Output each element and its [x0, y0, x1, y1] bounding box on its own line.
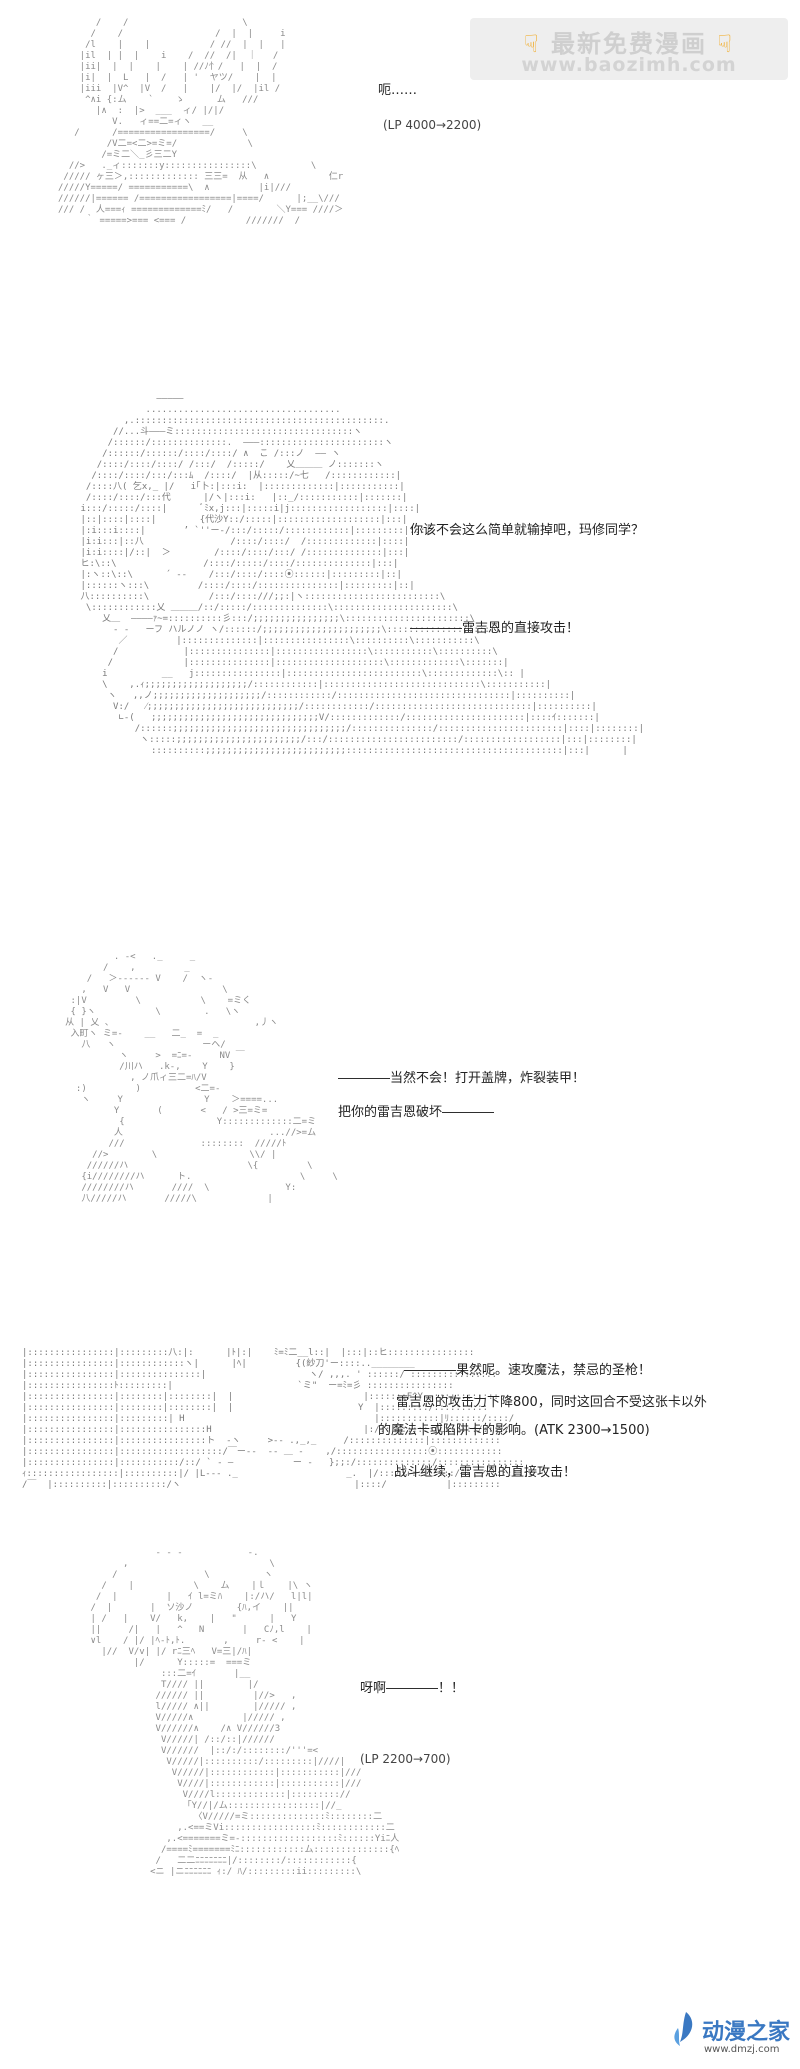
dialogue-line-3: 的魔法卡或陷阱卡的影响。(ATK 2300→1500) [378, 1423, 650, 1438]
dialogue-line-1: 呀啊――――！！ [360, 1681, 465, 1696]
pointing-down-icon: ☟ [524, 30, 541, 58]
dialogue-line-1: 呃…… [378, 83, 418, 98]
panel-3: . ‐< ._ _ / , _ / ＞‐‐‐‐‐‐ V / ヽ‐ , V V \… [0, 938, 800, 1330]
panel-5: ‐ ‐ ‐ -. , \ / \ ヽ / | \ ム |ｌ |\ ヽ / | |… [0, 1540, 800, 2069]
dialogue-line-2: 把你的雷吉恩破坏―――― [338, 1105, 495, 1120]
ascii-art-figure: . ‐< ._ _ / , _ / ＞‐‐‐‐‐‐ V / ヽ‐ , V V \… [65, 952, 338, 1204]
watermark-title: 最新免费漫画 [551, 30, 707, 58]
watermark-url: www.baozimh.com [521, 54, 737, 76]
watermark-url: www.dmzj.com [704, 2044, 780, 2055]
pointing-down-icon: ☟ [717, 30, 734, 58]
ascii-art-figure: / / \ / / / | | i /l | | / // | | | |il … [58, 18, 344, 226]
dialogue-line-2: 雷吉恩的攻击力下降800，同时这回合不受这张卡以外 [396, 1395, 707, 1410]
dialogue-line-1: ――――当然不会！打开盖牌，炸裂装甲！ [338, 1071, 586, 1086]
watermark-top: ☟ 最新免费漫画 ☟ www.baozimh.com [470, 18, 788, 80]
lp-change: (LP 2200→700) [360, 1752, 451, 1766]
panel-4: |::::::::::::::::|:::::::::八:|: |ﾄ|:| ﾐ=… [0, 1340, 800, 1530]
ascii-art-figure: |::::::::::::::::|:::::::::八:|: |ﾄ|:| ﾐ=… [22, 1348, 534, 1490]
panel-2: ――――― ..................................… [0, 380, 800, 920]
dialogue-line-1: 你该不会这么简单就输掉吧，玛修同学？ [410, 523, 645, 538]
lp-change: (LP 4000→2200) [383, 118, 482, 132]
watermark-brand: 动漫之家 [702, 2020, 791, 2045]
dialogue-line-1: ――――果然呢。速攻魔法，禁忌的圣枪！ [404, 1363, 652, 1378]
dialogue-line-2: ――――雷吉恩的直接攻击！ [410, 621, 580, 636]
dialogue-line-4: 战斗继续，雷吉恩的直接攻击！ [394, 1465, 577, 1480]
ink-feather-icon [674, 2012, 693, 2046]
ascii-art-figure: ‐ ‐ ‐ -. , \ / \ ヽ / | \ ム |ｌ |\ ヽ / | |… [90, 1548, 400, 1877]
watermark-bottom: 动漫之家 www.dmzj.com [668, 2008, 798, 2066]
ascii-art-figure: ――――― ..................................… [80, 394, 645, 756]
panel-1: / / \ / / / | | i /l | | / // | | | |il … [0, 0, 800, 360]
